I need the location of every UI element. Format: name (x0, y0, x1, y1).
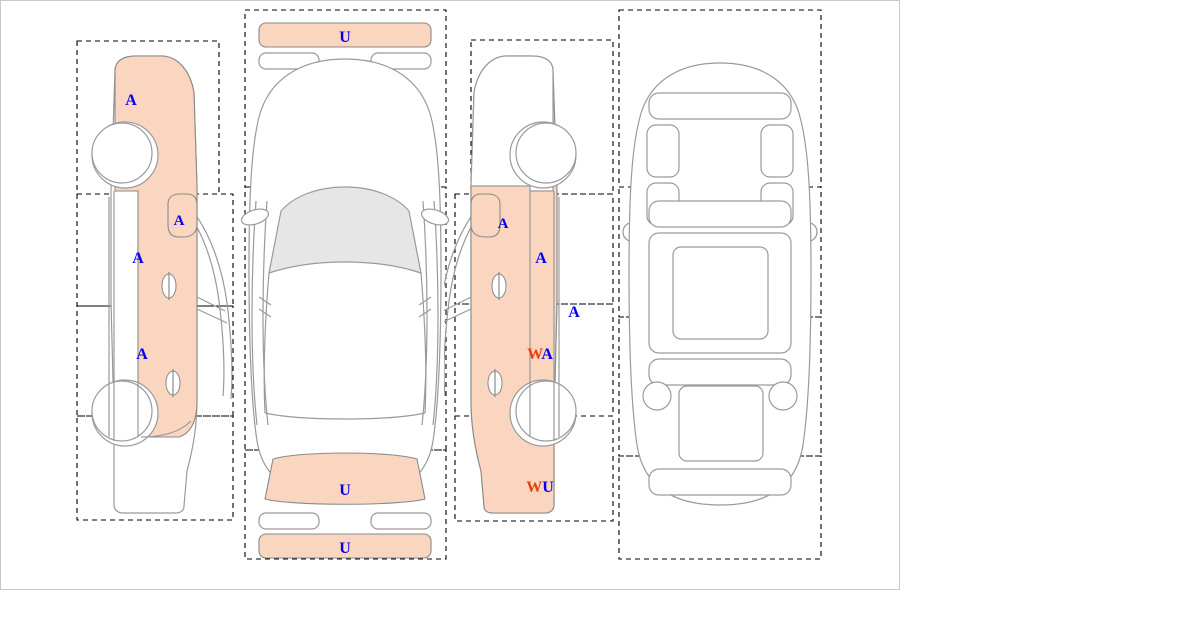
zone-right-front[interactable] (470, 39, 614, 195)
right-side-labels: A A A WA WU (498, 216, 581, 496)
top-roof-left-line (263, 272, 270, 414)
zone-left-rear[interactable] (76, 415, 234, 521)
label-right-3: A (568, 304, 580, 321)
label-top-2: U (339, 482, 351, 499)
top-mirror-right (420, 208, 450, 226)
right-front-door-handle (491, 272, 507, 300)
right-rear-wheel (515, 380, 577, 442)
under-front-crossmember (648, 92, 792, 120)
label-right-1: A (498, 216, 509, 232)
under-mid-crossmember (648, 200, 792, 228)
top-door-split-right-2 (418, 308, 432, 318)
label-right-5-u: U (542, 479, 554, 496)
view-underside (618, 9, 822, 560)
top-rear-bumper (258, 533, 432, 559)
right-rear-door-handle (487, 369, 503, 397)
right-side-artwork (444, 55, 577, 514)
label-top-1: U (339, 29, 351, 46)
left-side-artwork (91, 55, 233, 514)
top-rail-right-outer (432, 200, 439, 426)
under-rear-beam (648, 468, 792, 496)
vehicle-damage-diagram: .body{ fill:#ffffff; stroke:#9a9a9a; str… (76, 9, 822, 560)
zone-right-rear[interactable] (454, 415, 614, 522)
top-rear-lamp-left (258, 512, 320, 530)
top-rail-left-inner (262, 200, 269, 426)
label-right-5-w: W (526, 479, 542, 496)
under-jack-point-left (622, 222, 630, 242)
view-right-side: A A A WA WU (444, 39, 614, 522)
top-body-outline (248, 58, 442, 500)
top-rear-deck (264, 452, 426, 505)
left-front-wheel (91, 122, 153, 184)
left-front-door-handle (161, 272, 177, 300)
under-jack-point-right (810, 222, 818, 242)
view-left-side: A A A A (76, 40, 234, 521)
top-door-split-right-1 (418, 296, 432, 306)
zone-left-front[interactable] (76, 40, 220, 195)
label-top-3: U (339, 540, 351, 557)
right-mirror (470, 193, 501, 238)
right-front-wheel (515, 122, 577, 184)
top-labels: U U U (339, 29, 351, 557)
label-left-4: A (136, 346, 148, 363)
left-rear-wheel (91, 380, 153, 442)
label-left-2: A (174, 213, 185, 229)
top-door-split-left-1 (258, 296, 272, 306)
top-front-bumper (258, 22, 432, 48)
left-window-split-2 (196, 308, 228, 324)
under-rail-front-right (760, 124, 794, 178)
label-right-2: A (535, 250, 547, 267)
top-roof-right-line (420, 272, 427, 414)
left-side-labels: A A A A (125, 92, 184, 363)
left-window-split-1 (196, 296, 226, 312)
under-suspension-right (768, 381, 798, 411)
label-right-4-a: A (541, 346, 553, 363)
left-rear-door-handle (165, 369, 181, 397)
top-door-split-left-2 (258, 308, 272, 318)
under-rail-front-left (646, 124, 680, 178)
under-suspension-left (642, 381, 672, 411)
right-door-upper-b (444, 196, 490, 289)
top-rear-lamp-right (370, 512, 432, 530)
right-window-split-1 (444, 296, 472, 312)
label-right-5: WU (526, 479, 554, 496)
page-frame: .body{ fill:#ffffff; stroke:#9a9a9a; str… (0, 0, 900, 590)
left-mirror (167, 193, 198, 238)
label-left-1: A (125, 92, 137, 109)
top-rail-right-inner (421, 200, 428, 426)
right-window-split-2 (444, 308, 472, 323)
view-top: U U U (240, 9, 450, 560)
label-right-4: WA (527, 346, 553, 363)
label-left-3: A (132, 250, 144, 267)
under-floor-pan-inner (672, 246, 769, 340)
under-rear-crossmember (648, 358, 792, 386)
top-windshield (268, 186, 422, 274)
left-rear-lower (140, 420, 192, 438)
top-rail-left-outer (251, 200, 258, 426)
top-roof-rear-line (264, 412, 426, 420)
label-right-4-w: W (527, 346, 543, 363)
left-door-upper-b (178, 196, 233, 400)
under-rear-pan (678, 385, 764, 462)
top-mirror-left (240, 208, 270, 226)
